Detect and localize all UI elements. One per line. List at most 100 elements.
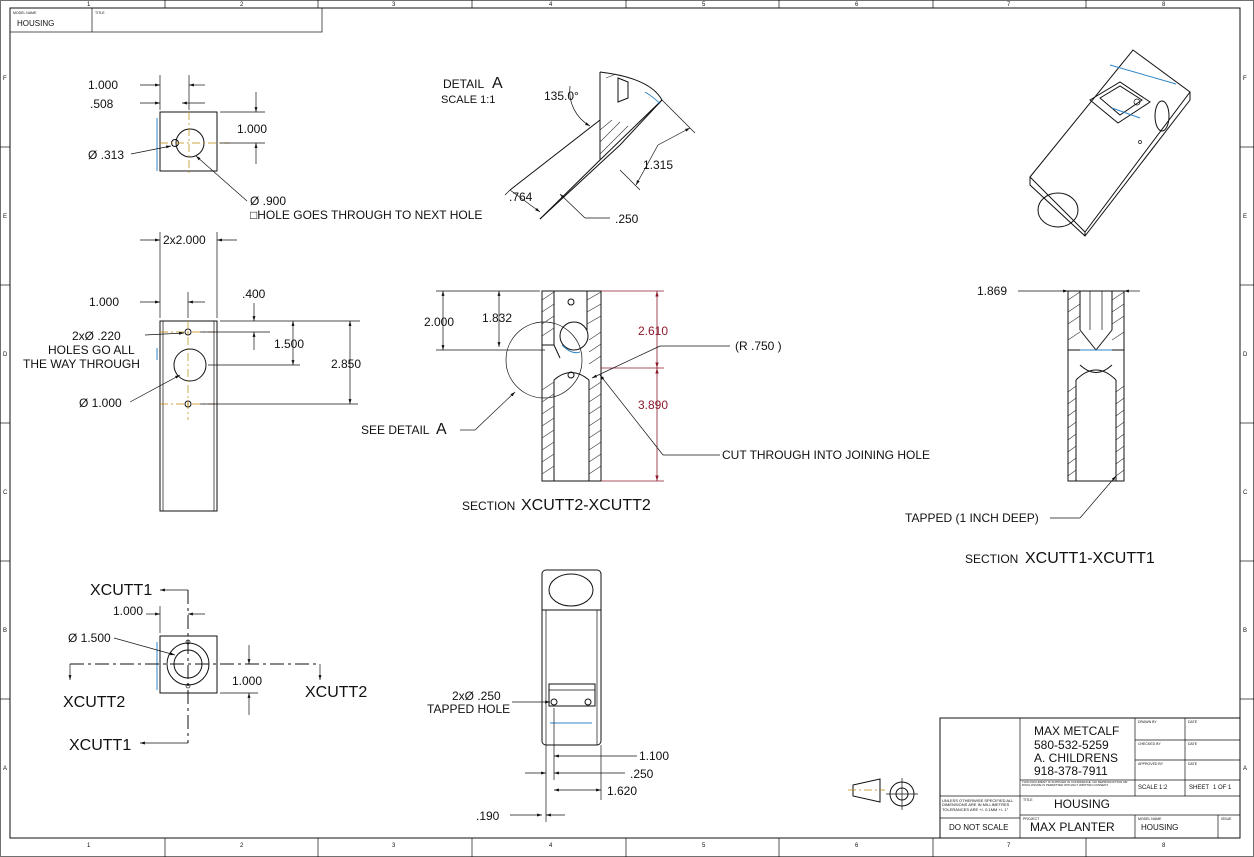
detail-letter: A xyxy=(492,75,503,92)
projection-symbol-icon xyxy=(848,778,918,810)
front-view-dim-width: 1.000 xyxy=(89,295,119,309)
bottom-view-cut1-top: XCUTT1 xyxy=(90,582,152,599)
title-block-sheet-label: SHEET xyxy=(1189,785,1209,791)
side-view-dim-c: 1.620 xyxy=(607,784,637,798)
front-view-dim-center: 1.500 xyxy=(274,337,304,351)
title-block-date-1: DATE xyxy=(1188,720,1198,724)
title-block-date-2: DATE xyxy=(1188,742,1198,746)
zone-row-e: E xyxy=(3,214,7,220)
isometric-view xyxy=(1029,49,1191,237)
detail-scale: SCALE 1:1 xyxy=(441,94,495,106)
header-title-label: TITLE xyxy=(95,11,105,15)
bottom-view-cut2-right: XCUTT2 xyxy=(305,684,367,701)
zone-col-5: 5 xyxy=(702,2,706,8)
title-block-name-2: 580-532-5259 xyxy=(1034,738,1109,752)
zone-col-2: 2 xyxy=(240,2,244,8)
bottom-view-cut1-bottom: XCUTT1 xyxy=(69,737,131,754)
title-block-title-value: HOUSING xyxy=(1054,797,1110,811)
zone-col-1-bottom: 1 xyxy=(87,843,91,849)
front-view-note-line1: 2xØ .220 xyxy=(72,329,121,343)
title-block: MAX METCALF 580-532-5259 A. CHILDRENS 91… xyxy=(939,717,1241,839)
header-model-name-value: HOUSING xyxy=(17,19,54,28)
front-view-dim-big-hole: Ø 1.000 xyxy=(79,396,122,410)
title-block-name-3: A. CHILDRENS xyxy=(1034,751,1118,765)
front-view-dim-total: 2.850 xyxy=(331,357,361,371)
header-block: MODEL NAME HOUSING TITLE xyxy=(9,7,323,33)
zone-col-8: 8 xyxy=(1162,2,1166,8)
section2-see-detail: SEE DETAIL xyxy=(361,423,430,437)
section2-dim-d: 3.890 xyxy=(638,398,668,412)
section-xcutt1-hatch xyxy=(1067,291,1125,477)
top-view-dim-height: 1.000 xyxy=(237,122,267,136)
title-block-name-4: 918-378-7911 xyxy=(1034,764,1108,778)
bottom-view-cut2-left: XCUTT2 xyxy=(63,694,125,711)
section-xcutt2-hatch xyxy=(541,291,602,475)
detail-angle: 135.0° xyxy=(544,89,579,103)
top-view-note: □HOLE GOES THROUGH TO NEXT HOLE xyxy=(250,208,482,222)
zone-row-f-right: F xyxy=(1243,76,1247,82)
title-block-checked-by: CHECKED BY xyxy=(1138,742,1161,746)
top-view-dim-width: 1.000 xyxy=(88,78,118,92)
zone-row-b-right: B xyxy=(1243,628,1247,634)
section2-cut-note: CUT THROUGH INTO JOINING HOLE xyxy=(722,448,930,462)
zone-col-4-bottom: 4 xyxy=(549,843,553,849)
zone-row-a-right: A xyxy=(1243,766,1247,772)
title-block-drawn-by: DRAWN BY xyxy=(1138,720,1157,724)
section2-see-detail-letter: A xyxy=(436,421,447,438)
side-view-dim-a: 1.100 xyxy=(639,749,669,763)
section2-dim-b: 1.832 xyxy=(482,311,512,325)
title-block-date-3: DATE xyxy=(1188,762,1198,766)
section1-dim-top: 1.869 xyxy=(977,284,1007,298)
title-block-unless-note: UNLESS OTHERWISE SPECIFIED ALL DIMENSION… xyxy=(942,799,1014,812)
title-block-scale-label: SCALE xyxy=(1138,785,1158,791)
zone-row-e-right: E xyxy=(1243,214,1247,220)
detail-a-view: DETAIL A SCALE 1:1 135.0° 1.315 .764 .25… xyxy=(441,71,696,226)
bottom-view-dim-hole: Ø 1.500 xyxy=(68,631,111,645)
zone-row-c-right: C xyxy=(1243,490,1248,496)
title-block-do-not-scale: DO NOT SCALE xyxy=(949,823,1008,832)
zone-row-c: C xyxy=(3,490,8,496)
detail-dim-a: .764 xyxy=(509,190,533,204)
zone-col-4: 4 xyxy=(549,2,553,8)
bottom-view-dim-height: 1.000 xyxy=(232,674,262,688)
title-block-approved-by: APPROVED BY xyxy=(1138,762,1164,766)
zone-col-2-bottom: 2 xyxy=(240,843,244,849)
front-view: 2x2.000 1.000 .400 1.500 2.850 2xØ .220 … xyxy=(23,232,361,512)
top-view-dim-offset: .508 xyxy=(90,97,114,111)
section1-caption-prefix: SECTION xyxy=(965,552,1018,566)
section1-tapped-note: TAPPED (1 INCH DEEP) xyxy=(905,511,1039,525)
top-view: 1.000 .508 1.000 Ø .313 Ø .900 □HOLE GOE… xyxy=(88,75,482,222)
side-view: 2xØ .250 TAPPED HOLE 1.100 .250 1.620 .1… xyxy=(427,569,669,823)
front-view-dim-spacing: 2x2.000 xyxy=(163,233,206,247)
section1-caption-name: XCUTT1-XCUTT1 xyxy=(1025,550,1155,567)
top-view-dim-small-hole: Ø .313 xyxy=(88,148,124,162)
title-block-project-value: MAX PLANTER xyxy=(1030,820,1115,834)
title-block-name-1: MAX METCALF xyxy=(1034,724,1119,738)
side-view-note-line1: 2xØ .250 xyxy=(452,689,501,703)
side-view-note-line2: TAPPED HOLE xyxy=(427,702,510,716)
front-view-dim-top: .400 xyxy=(242,287,266,301)
section-xcutt2: 2.000 1.832 2.610 3.890 (R .750 ) SEE DE… xyxy=(361,290,930,514)
side-view-dim-d: .190 xyxy=(476,809,500,823)
title-block-scale-value: 1:2 xyxy=(1159,785,1168,791)
header-model-name-label: MODEL NAME xyxy=(13,11,37,15)
front-view-note-line2: HOLES GO ALL xyxy=(48,343,135,357)
detail-dim-b: 1.315 xyxy=(643,158,673,172)
zone-col-7: 7 xyxy=(1007,2,1011,8)
title-block-model-label: MODEL NAME xyxy=(1138,817,1162,821)
zone-row-f: F xyxy=(3,76,7,82)
title-block-project-label: PROJECT xyxy=(1023,817,1040,821)
section-xcutt1: 1.869 TAPPED (1 INCH DEEP) SECTION XCUTT… xyxy=(905,284,1155,567)
section2-dim-a: 2.000 xyxy=(424,315,454,329)
section2-caption-prefix: SECTION xyxy=(462,499,515,513)
title-block-sheet-value: 1 OF 1 xyxy=(1213,785,1232,791)
top-view-dim-large-hole: Ø .900 xyxy=(250,194,286,208)
side-view-dim-b: .250 xyxy=(630,767,654,781)
zone-row-b: B xyxy=(3,628,7,634)
zone-col-5-bottom: 5 xyxy=(702,843,706,849)
zone-col-1: 1 xyxy=(87,2,91,8)
zone-row-d-right: D xyxy=(1243,352,1248,358)
title-block-legal-note: THIS DOCUMENT IS SUPPLIED IN CONFIDENCE.… xyxy=(1022,781,1128,788)
zone-col-8-bottom: 8 xyxy=(1162,843,1166,849)
